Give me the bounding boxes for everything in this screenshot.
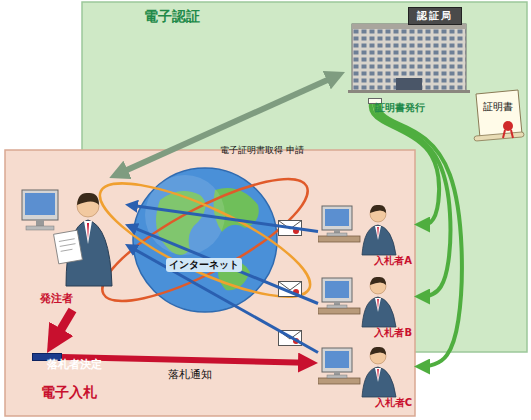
bidder-figures-part	[318, 347, 396, 397]
certificate-scroll-part	[503, 130, 513, 138]
region-title: 電子認証	[144, 8, 200, 26]
actor-node: 入札者B	[318, 272, 414, 342]
actor-label: 入札者A	[374, 254, 412, 268]
actor-node: 発注者	[20, 178, 125, 310]
actor-label: 入札者C	[375, 396, 412, 410]
orderer-figure-part	[77, 193, 99, 205]
box-label: 落札者決定	[47, 357, 102, 372]
flow-arrow	[371, 104, 439, 225]
certificate-scroll-part	[503, 121, 513, 131]
bidding-region	[5, 150, 415, 416]
orderer-figure	[22, 190, 112, 286]
bidder-figures-part	[318, 205, 396, 255]
bidding-region-part	[5, 150, 415, 416]
globe-part	[87, 162, 322, 317]
building-part	[396, 78, 422, 92]
network-label: インターネット	[166, 258, 242, 272]
actor-label: 発注者	[40, 291, 73, 306]
edge-label: 電子証明書取得 申請	[220, 144, 304, 157]
orderer-figure-part	[22, 190, 58, 220]
flow-arrow	[133, 205, 318, 231]
orderer-figure-part	[25, 193, 55, 215]
process-box: 証明書発行	[368, 98, 382, 104]
certificate-scroll-part	[474, 132, 524, 141]
certificate-scroll	[474, 90, 524, 141]
box-label: 証明書発行	[375, 101, 425, 115]
bidder-figures-part	[318, 277, 396, 327]
orderer-figure-part	[26, 226, 54, 230]
certificate-scroll-part	[476, 90, 522, 138]
orderer-figure-part	[87, 223, 89, 240]
building-sign: 認証局	[408, 7, 462, 25]
building	[348, 24, 470, 93]
globe	[87, 158, 322, 322]
flow-arrow	[132, 248, 318, 353]
flow-arrow	[120, 77, 334, 173]
flow-arrow	[375, 104, 450, 297]
envelopes	[279, 221, 302, 346]
orderer-figure-part	[59, 239, 76, 252]
region-panel: 電子認証 認証局証明書発行	[82, 2, 527, 352]
edge-label: 落札通知	[168, 367, 212, 382]
region-title: 電子入札	[41, 384, 97, 402]
actor-node: 入札者C	[318, 342, 414, 412]
process-box: 落札者決定	[32, 353, 62, 361]
document-label: 証明書	[483, 100, 513, 114]
orderer-figure-part	[54, 230, 83, 264]
building-part	[352, 24, 466, 92]
building-node: 認証局	[345, 6, 470, 94]
actor-node: 入札者A	[318, 200, 414, 270]
actor-label: 入札者B	[374, 326, 412, 340]
building-part	[348, 90, 470, 93]
bidder-figures	[318, 205, 396, 397]
orderer-figure-part	[36, 220, 44, 226]
orderer-figure-part	[84, 221, 92, 244]
flow-arrow	[56, 310, 73, 339]
